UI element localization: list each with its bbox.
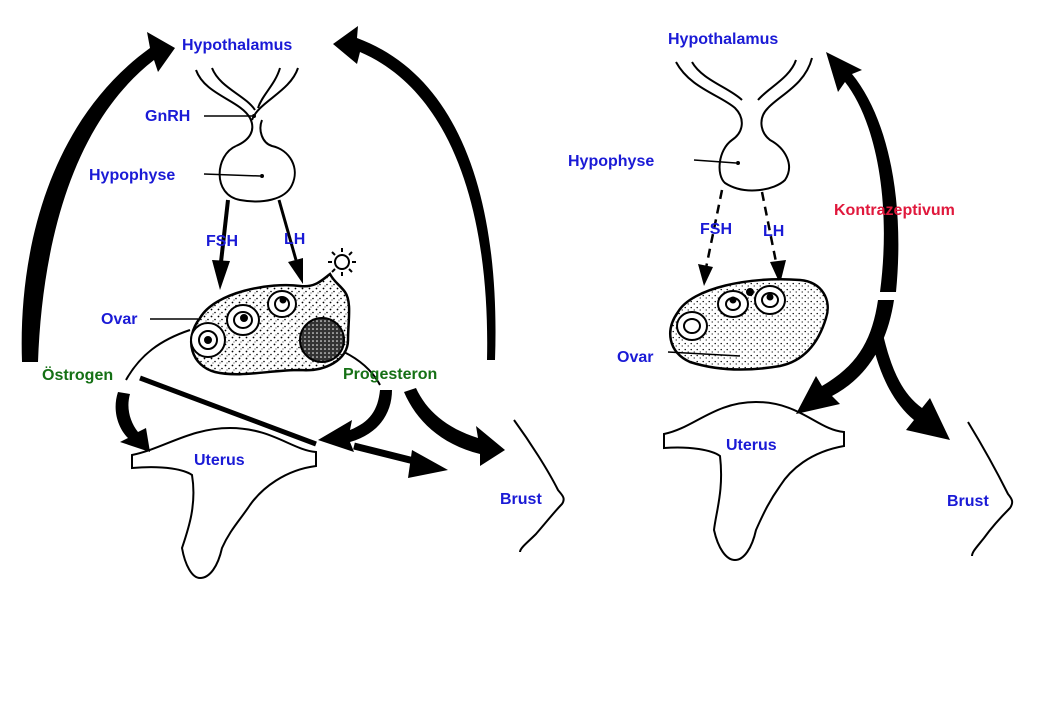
right-breast-outline <box>967 421 1014 557</box>
left-uterus <box>131 426 317 580</box>
right-hypophyse-label: Hypophyse <box>568 153 655 170</box>
right-ovar-label: Ovar <box>617 349 654 366</box>
right-fsh-arrowhead <box>698 264 713 286</box>
ovary-follicles <box>190 290 297 358</box>
gnrh-dot <box>252 114 256 118</box>
estrogen-to-breast-line <box>139 375 317 447</box>
right-fsh-dashed-arrow <box>704 189 724 269</box>
estrogen-to-breast-arrow <box>353 442 419 466</box>
right-uterus <box>663 400 845 562</box>
right-hypothalamus-pituitary-shape <box>675 57 813 192</box>
estrogen-to-breast-arrowhead <box>408 450 448 478</box>
estrogen-feedback-arc <box>21 32 175 362</box>
progesterone-to-breast-arrow <box>404 388 505 466</box>
progesteron-label: Progesteron <box>343 366 438 383</box>
contraceptive-to-breast-arrow <box>870 330 950 440</box>
lh-arrow <box>277 199 298 261</box>
estrogen-curve <box>125 329 191 381</box>
corpus-luteum <box>299 317 345 363</box>
contraceptive-to-hypothalamus-arrow <box>826 52 899 292</box>
right-fsh-label: FSH <box>700 221 732 238</box>
right-panel <box>663 52 1014 562</box>
progesterone-feedback-arc <box>333 26 496 360</box>
oestrogen-label: Östrogen <box>42 367 114 384</box>
right-ovary <box>669 278 829 371</box>
right-lh-arrowhead <box>770 260 786 284</box>
right-hypothalamus-label: Hypothalamus <box>668 31 779 48</box>
left-hypophyse-label: Hypophyse <box>89 167 176 184</box>
right-hypophyse-pointer <box>693 159 737 164</box>
right-ovar-pointer <box>667 351 741 357</box>
right-uterus-label: Uterus <box>726 437 777 454</box>
left-panel <box>21 26 565 580</box>
contraceptive-to-uterus-arrow <box>796 300 894 414</box>
fsh-arrow <box>219 199 230 263</box>
progesterone-curve <box>343 351 381 386</box>
progesterone-to-uterus-arrow <box>318 390 392 452</box>
hypophyse-dot <box>260 174 264 178</box>
hypophyse-pointer <box>203 173 261 177</box>
right-lh-dashed-arrow <box>760 191 778 263</box>
left-brust-label: Brust <box>500 491 542 508</box>
ovulation-sun-icon <box>328 248 356 276</box>
left-gnrh-label: GnRH <box>145 108 191 125</box>
left-breast-outline <box>513 419 565 553</box>
left-uterus-label: Uterus <box>194 452 245 469</box>
hypothalamus-pituitary-shape <box>195 67 299 203</box>
right-brust-label: Brust <box>947 493 989 510</box>
fsh-arrowhead <box>212 260 230 290</box>
left-lh-label: LH <box>284 231 306 248</box>
left-ovar-label: Ovar <box>101 311 138 328</box>
kontrazeptivum-label: Kontrazeptivum <box>834 202 955 219</box>
lh-arrowhead <box>288 258 303 284</box>
right-hypophyse-dot <box>736 161 740 165</box>
left-fsh-label: FSH <box>206 233 238 250</box>
right-lh-label: LH <box>763 223 785 240</box>
right-ovary-follicles <box>676 285 786 341</box>
estrogen-to-uterus-arrow <box>115 392 150 452</box>
left-hypothalamus-label: Hypothalamus <box>182 37 293 54</box>
